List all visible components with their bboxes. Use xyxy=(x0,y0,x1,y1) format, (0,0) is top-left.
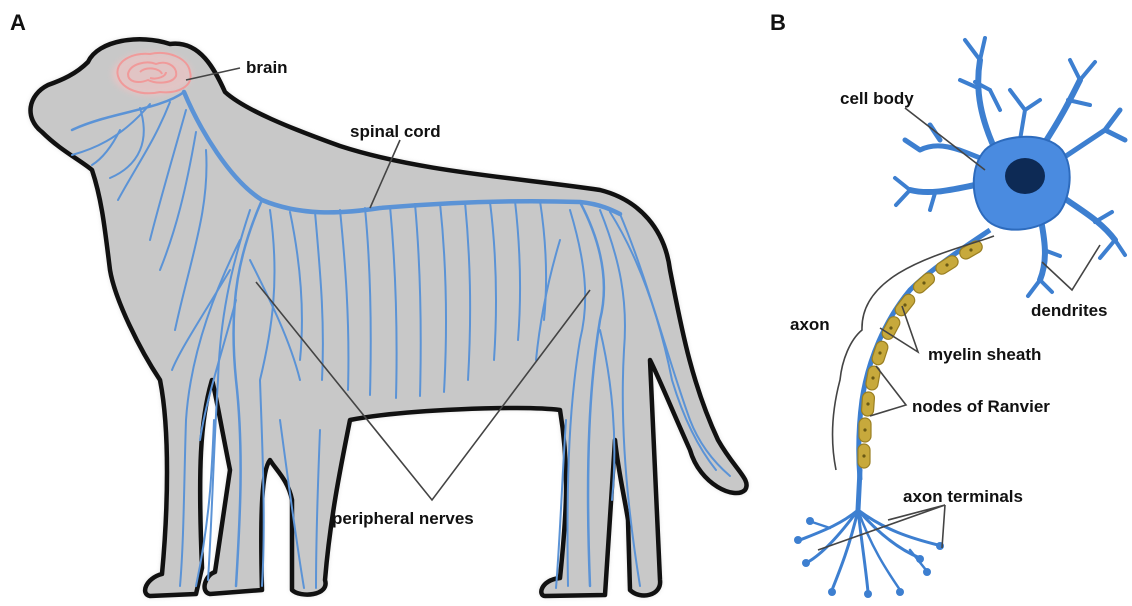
label-dendrites: dendrites xyxy=(1031,301,1108,320)
label-myelin-sheath: myelin sheath xyxy=(928,345,1041,364)
label-nodes-of-ranvier: nodes of Ranvier xyxy=(912,397,1050,416)
label-axon: axon xyxy=(790,315,830,334)
panel-b: B xyxy=(770,10,1125,598)
label-peripheral-nerves: peripheral nerves xyxy=(332,509,474,528)
label-axon-terminals: axon terminals xyxy=(903,487,1023,506)
label-cell-body: cell body xyxy=(840,89,914,108)
label-spinal-cord: spinal cord xyxy=(350,122,441,141)
panel-a-letter: A xyxy=(10,10,26,35)
label-brain: brain xyxy=(246,58,288,77)
cell-body-illustration xyxy=(974,137,1070,230)
panel-a: A xyxy=(10,10,747,596)
brain-illustration xyxy=(112,52,192,96)
cell-body-leader xyxy=(905,108,985,170)
nucleus xyxy=(1005,158,1045,194)
panel-b-letter: B xyxy=(770,10,786,35)
